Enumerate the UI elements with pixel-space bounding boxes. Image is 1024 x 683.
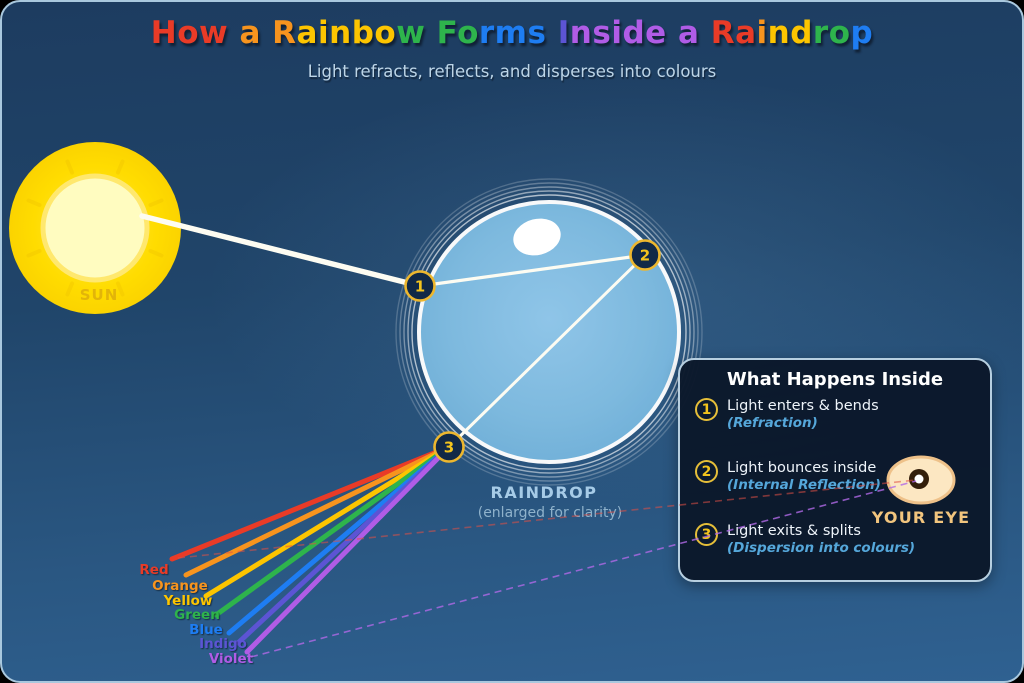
step-3-subtext: (Dispersion into colours) [727, 540, 916, 556]
title-letter [261, 15, 272, 51]
step-3-badge: 3 [695, 523, 718, 546]
ray-label-yellow: Yellow [163, 593, 213, 609]
title-letter: o [177, 15, 200, 51]
marker-1-number: 1 [415, 278, 425, 296]
panel-item-dispersion: 3 Light exits & splits (Dispersion into … [695, 523, 915, 557]
title-letter: n [569, 15, 593, 51]
title-letter: o [374, 15, 397, 51]
title-letter: i [756, 15, 768, 51]
step-1-subtext: (Refraction) [727, 415, 818, 431]
step-1-badge: 1 [695, 398, 718, 421]
sun: SUN [9, 142, 181, 314]
title-letter: i [317, 15, 330, 51]
title-letter: a [735, 15, 757, 51]
title-letter: s [527, 15, 547, 51]
raindrop [395, 178, 703, 486]
title-letter: o [828, 15, 851, 51]
sun-tick [26, 198, 42, 208]
page-title: How a Rainbow Forms Inside a Raindrop [2, 15, 1022, 51]
ray-label-blue: Blue [189, 622, 223, 638]
title-letter: H [150, 15, 178, 51]
sun-inner-circle [40, 173, 150, 283]
title-letter: m [494, 15, 528, 51]
marker-3-circle [433, 431, 465, 463]
marker-2-number: 2 [640, 247, 650, 265]
title-letter: R [272, 15, 297, 51]
title-letter: a [677, 15, 700, 51]
sun-tick [148, 198, 164, 208]
sunbeam [139, 213, 423, 289]
title-letter [425, 15, 436, 51]
ray-label-red: Red [139, 562, 168, 578]
sun-tick [115, 159, 125, 175]
light-path-2-3 [447, 253, 647, 449]
sun-ray-ticks [26, 159, 164, 297]
sun-tick [65, 281, 75, 297]
step-2-text: Light bounces inside [727, 460, 877, 476]
ripple-ring [407, 190, 691, 474]
title-letter: R [710, 15, 736, 51]
marker-1: 1 [404, 270, 436, 302]
title-letter: I [557, 15, 570, 51]
title-letter: n [767, 15, 791, 51]
title-letter: r [478, 15, 495, 51]
title-letter [699, 15, 710, 51]
ripple-ring [403, 186, 695, 478]
marker-2-circle [629, 239, 661, 271]
panel-item-reflection: 2 Light bounces inside (Internal Reflect… [695, 460, 881, 494]
ray-green [213, 444, 452, 618]
sun-label: SUN [80, 286, 119, 304]
title-letter: a [239, 15, 261, 51]
title-letter: w [199, 15, 229, 51]
ray-label-violet: Violet [209, 651, 254, 667]
raindrop-circle [417, 200, 681, 464]
info-panel: What Happens Inside 1 Light enters & ben… [678, 358, 992, 582]
sun-tick [26, 248, 42, 258]
sun-tick [65, 159, 75, 175]
ray-label-orange: Orange [152, 578, 208, 594]
title-letter: e [645, 15, 667, 51]
panel-title: What Happens Inside [726, 369, 944, 390]
title-letter: i [611, 15, 623, 51]
step-2-badge: 2 [695, 460, 718, 483]
ripple-ring [411, 194, 687, 470]
marker-2: 2 [629, 239, 661, 271]
marker-1-circle [404, 270, 436, 302]
step-3-text: Light exits & splits [727, 523, 861, 539]
raindrop-highlight [513, 218, 561, 256]
title-letter: r [812, 15, 829, 51]
marker-3: 3 [433, 431, 465, 463]
subtitle: Light refracts, reflects, and disperses … [307, 62, 717, 81]
title-letter: o [457, 15, 479, 51]
step-2-subtext: (Internal Reflection) [727, 477, 881, 493]
panel-item-refraction: 1 Light enters & bends (Refraction) [695, 398, 879, 432]
title-letter: a [296, 15, 318, 51]
title-letter: n [329, 15, 352, 51]
ray-label-green: Green [174, 607, 220, 623]
title-letter: d [622, 15, 646, 51]
title-letter: p [850, 15, 874, 51]
title-letter: d [790, 15, 813, 51]
title-letter: w [396, 15, 426, 51]
title-letter [667, 15, 678, 51]
light-path-1-2 [418, 253, 647, 288]
raindrop-label: RAINDROP [491, 483, 598, 502]
title-letter: F [436, 15, 458, 51]
title-letter: b [351, 15, 375, 51]
step-1-text: Light enters & bends [727, 398, 879, 414]
ray-red [169, 444, 452, 562]
raindrop-sublabel: (enlarged for clarity) [478, 505, 623, 521]
title-letter [228, 15, 239, 51]
marker-3-number: 3 [444, 439, 454, 457]
sun-tick [148, 248, 164, 258]
ray-label-indigo: Indigo [199, 636, 247, 652]
sun-tick [115, 281, 125, 297]
title-letter: s [592, 15, 612, 51]
title-letter [546, 15, 557, 51]
